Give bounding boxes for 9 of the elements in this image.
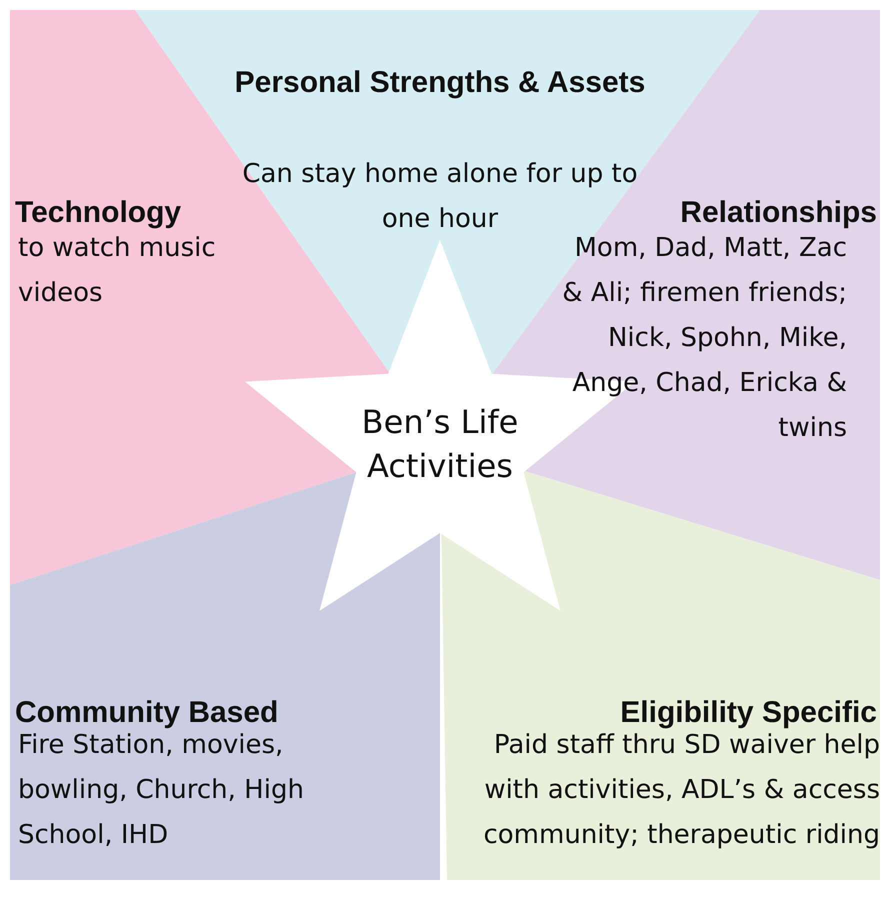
- section-text: Fire Station, movies, bowling, Church, High School, IHD: [18, 729, 305, 852]
- center-title: Ben’s Life Activities: [360, 402, 520, 487]
- section-heading: Personal Strengths & Assets: [234, 65, 646, 101]
- section-text: Paid staff thru SD waiver help with activities, ADL’s & access community; therapeutic riding: [482, 729, 880, 852]
- section-heading: Community Based: [15, 695, 280, 731]
- section-heading: Eligibility Specific: [619, 695, 877, 731]
- section-heading: Technology: [15, 195, 182, 231]
- section-heading: Relationships: [679, 195, 877, 231]
- section-text: to watch music videos: [18, 232, 217, 310]
